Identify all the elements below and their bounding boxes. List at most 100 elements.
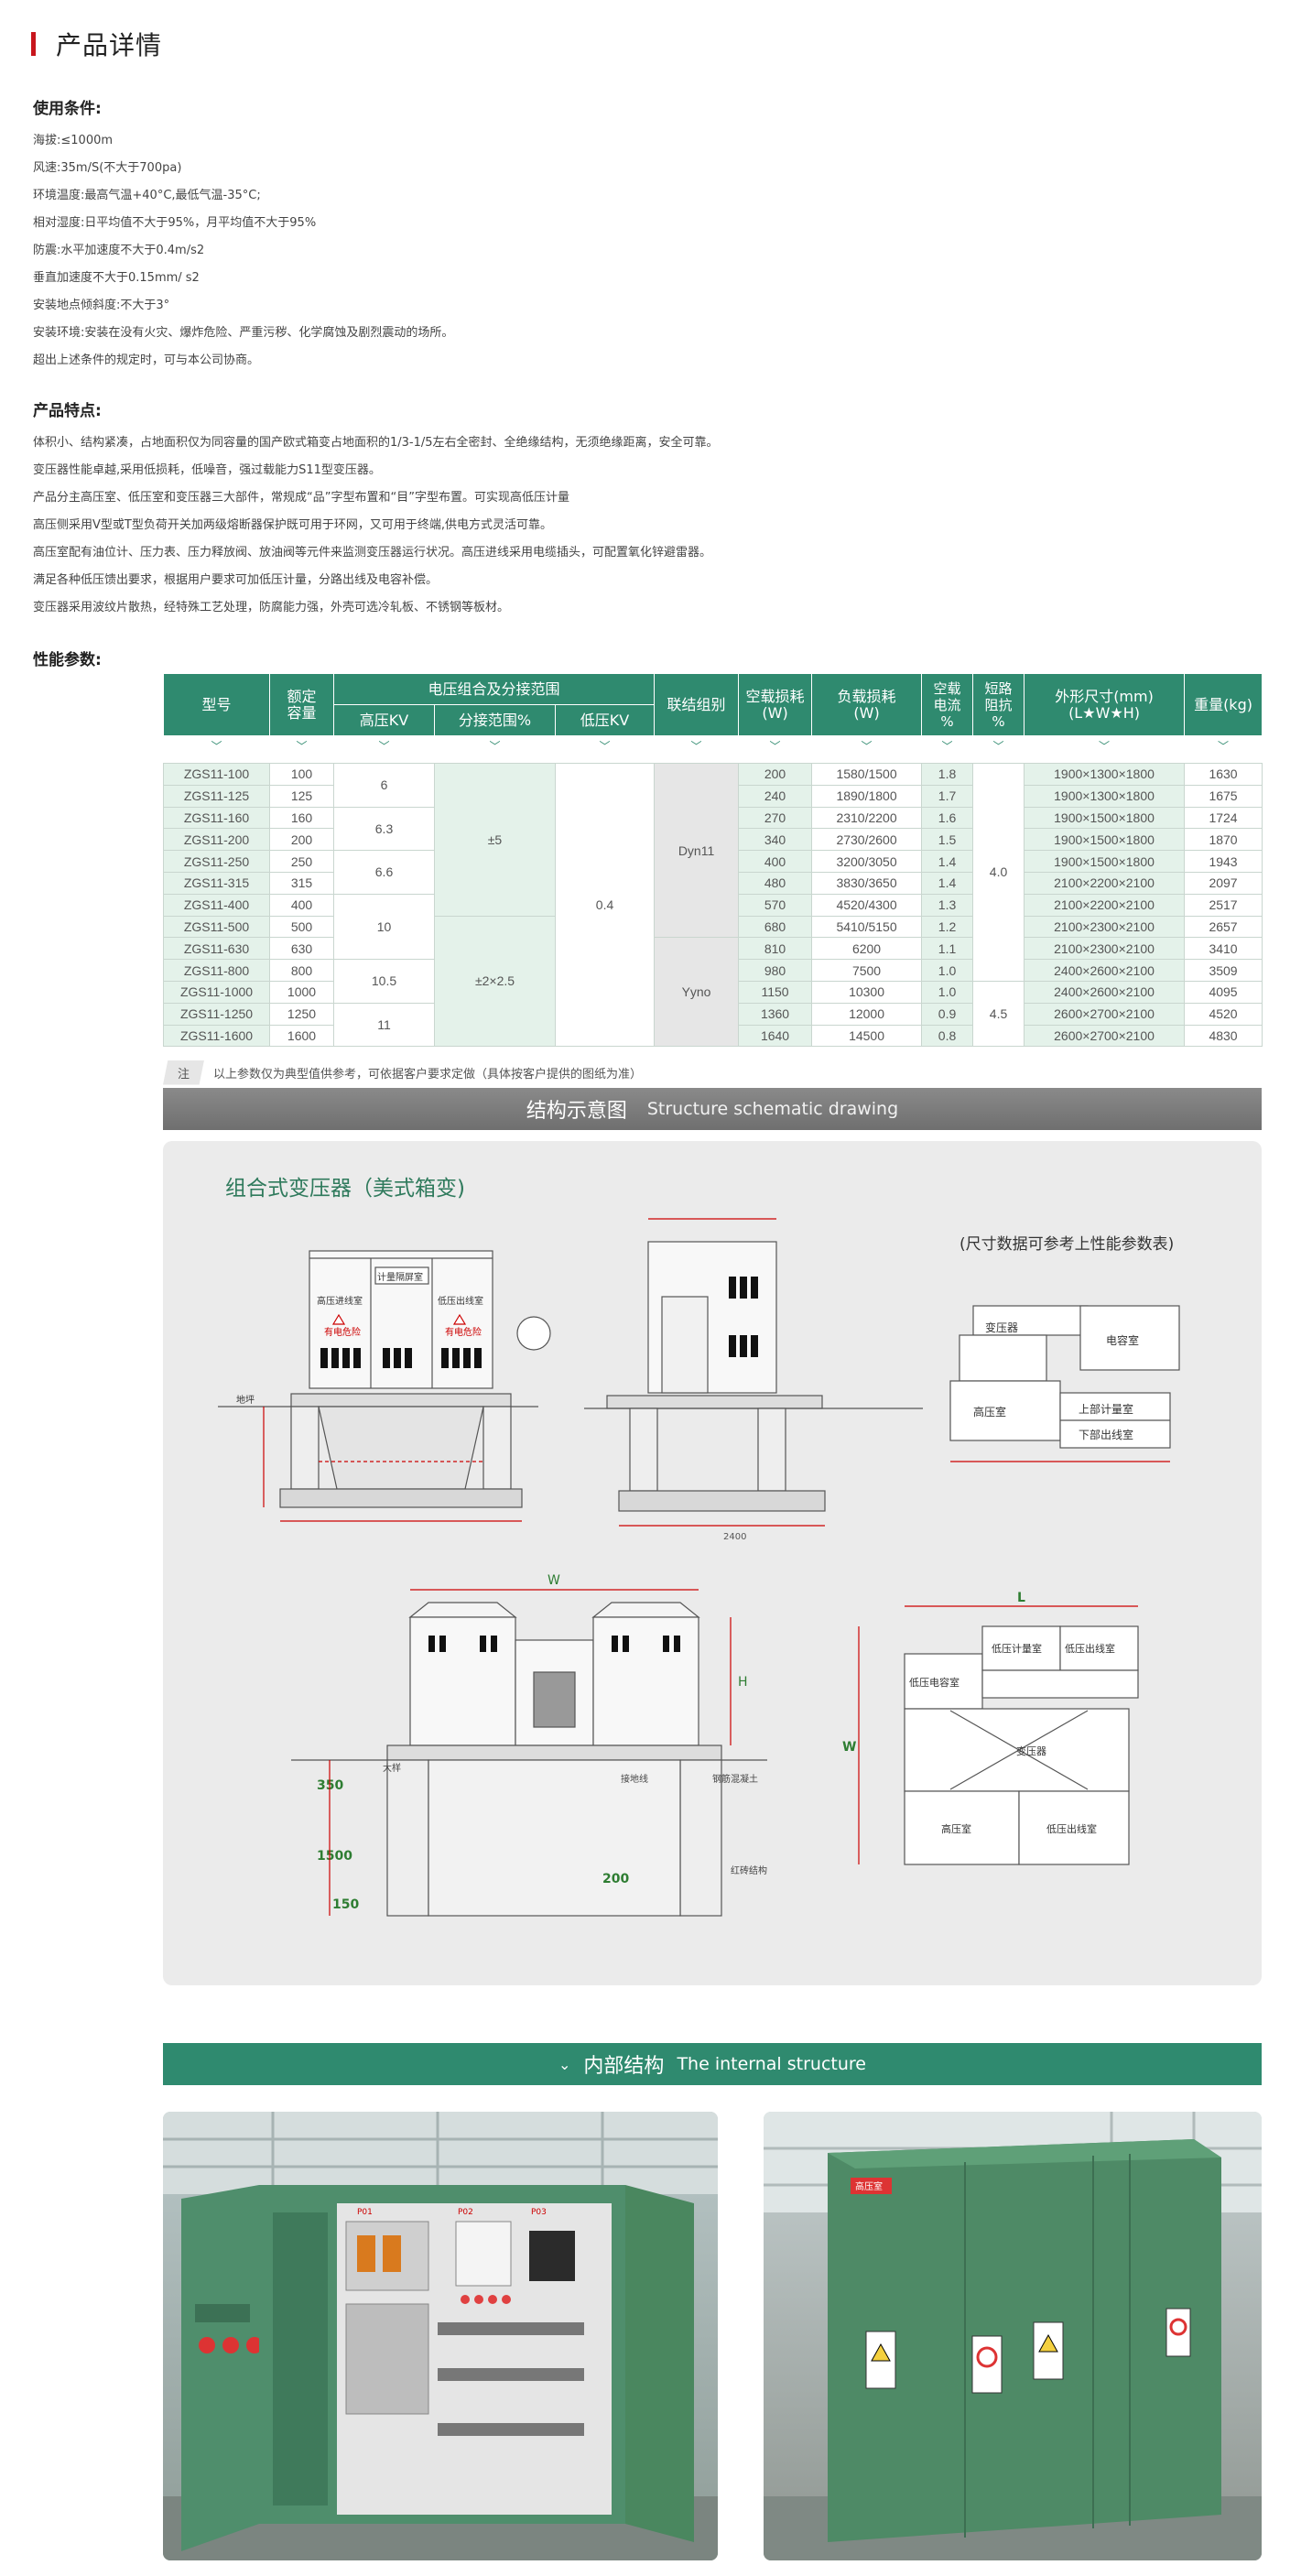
- cell-connection: Yyno: [654, 937, 740, 1048]
- cell-load-loss: 3830/3650: [811, 871, 923, 895]
- cell-load-loss: 6200: [811, 937, 923, 961]
- cell-weight: 1870: [1184, 828, 1263, 852]
- chevron-down-icon: ﹀: [861, 740, 873, 754]
- cell-capacity: 100: [269, 763, 334, 786]
- cell-hv: 10.5: [333, 959, 435, 1004]
- cell-load-loss: 2310/2200: [811, 806, 923, 830]
- cell-load-loss: 4520/4300: [811, 893, 923, 917]
- cell-model: ZGS11-400: [163, 893, 270, 917]
- header-hv: 高压KV: [333, 704, 435, 736]
- lv-out-label: 低压出线室: [1065, 1642, 1115, 1655]
- closed-box-illustration: 高压室: [764, 2112, 1262, 2560]
- structure-banner-cn: 结构示意图: [526, 1100, 627, 1123]
- cell-dimensions: 2400×2600×2100: [1024, 959, 1186, 982]
- cell-load-loss: 2730/2600: [811, 828, 923, 852]
- cell-no-load-loss: 1640: [738, 1024, 813, 1048]
- cell-no-load-loss: 980: [738, 959, 813, 982]
- cell-no-load-current: 0.8: [921, 1024, 974, 1048]
- cell-no-load-loss: 810: [738, 937, 813, 961]
- header-tap: 分接范围%: [434, 704, 556, 736]
- chevron-down-icon: ﹀: [690, 740, 702, 754]
- cell-model: ZGS11-1250: [163, 1002, 270, 1026]
- conditions-line: 超出上述条件的规定时，可与本公司协商。: [33, 353, 260, 367]
- params-table-wrap: 型号 额定 容量 电压组合及分接范围 联结组别 空载损耗 (W) 负载损耗 (W…: [163, 673, 1263, 1048]
- dim-W-label: W: [548, 1573, 560, 1588]
- chevron-down-icon: ⌄: [558, 2055, 571, 2073]
- page-header: 产品详情: [31, 26, 162, 62]
- header-voltage-group: 电压组合及分接范围: [332, 673, 656, 705]
- header-load-loss: 负载损耗 (W): [811, 673, 923, 736]
- cell-model: ZGS11-125: [163, 784, 270, 808]
- cell-model: ZGS11-100: [163, 763, 270, 786]
- cell-model: ZGS11-1000: [163, 980, 270, 1004]
- cell-capacity: 200: [269, 828, 334, 852]
- chevron-down-icon: ﹀: [1218, 740, 1230, 754]
- header-no-load-current: 空载 电流 %: [921, 673, 974, 736]
- foundation-label: 钢筋混凝土: [712, 1773, 758, 1785]
- cell-load-loss: 3200/3050: [811, 850, 923, 873]
- dim-L-label: L: [1017, 1591, 1025, 1605]
- cell-weight: 1630: [1184, 763, 1263, 786]
- cell-weight: 1724: [1184, 806, 1263, 830]
- side-view-drawing: 2400: [584, 1218, 923, 1542]
- cell-impedance: 4.0: [972, 763, 1025, 982]
- features-line: 体积小、结构紧凑，占地面积仅为同容量的国产欧式箱变占地面积的1/3-1/5左右全…: [33, 436, 719, 450]
- capacitor-room-label: 电容室: [1106, 1333, 1139, 1347]
- page-title: 产品详情: [56, 30, 163, 60]
- lower-out-label: 下部出线室: [1079, 1428, 1133, 1441]
- cell-dimensions: 2100×2300×2100: [1024, 937, 1186, 961]
- cell-no-load-loss: 680: [738, 915, 813, 939]
- cell-no-load-current: 1.3: [921, 893, 974, 917]
- ladder-label: 大样: [383, 1762, 401, 1774]
- cell-hv: 6.3: [333, 806, 435, 852]
- conditions-heading: 使用条件:: [33, 100, 102, 118]
- cell-weight: 4830: [1184, 1024, 1263, 1048]
- cell-model: ZGS11-630: [163, 937, 270, 961]
- features-line: 变压器采用波纹片散热，经特殊工艺处理，防腐能力强，外壳可选冷轧板、不锈钢等板材。: [33, 601, 510, 614]
- cell-capacity: 1250: [269, 1002, 334, 1026]
- features-section: 产品特点: 体积小、结构紧凑，占地面积仅为同容量的国产欧式箱变占地面积的1/3-…: [33, 397, 949, 622]
- cell-lv: 0.4: [554, 762, 656, 1048]
- chevron-down-icon: ﹀: [1099, 740, 1111, 754]
- cell-weight: 4095: [1184, 980, 1263, 1004]
- plan-view-drawing-b: L W 变压器 低压计量室 低压出线室 低压电容室 高压室 低压出线室: [842, 1591, 1139, 1865]
- cell-no-load-current: 1.8: [921, 763, 974, 786]
- conditions-line: 相对湿度:日平均值不大于95%，月平均值不大于95%: [33, 216, 317, 230]
- dim-2400-label: 2400: [723, 1532, 746, 1542]
- cell-dimensions: 2100×2300×2100: [1024, 915, 1186, 939]
- cap-room-label: 低压电容室: [909, 1676, 959, 1689]
- front-view-drawing: [218, 1250, 551, 1522]
- chevron-down-icon: ﹀: [378, 740, 390, 754]
- upper-meter-label: 上部计量室: [1079, 1402, 1133, 1416]
- front-view-labels: 计量隔屏室 高压进线室 低压出线室 有电危险 有电危险 地坪: [236, 1271, 483, 1406]
- features-line: 高压室配有油位计、压力表、压力释放阀、放油阀等元件来监测变压器运行状况。高压进线…: [33, 546, 712, 560]
- cell-tap: ±5: [434, 763, 556, 917]
- cell-no-load-loss: 1150: [738, 980, 813, 1004]
- ground-label: 地坪: [236, 1394, 255, 1406]
- cell-dimensions: 2100×2200×2100: [1024, 871, 1186, 895]
- performance-section: 性能参数:: [33, 647, 949, 679]
- cell-dimensions: 1900×1500×1800: [1024, 806, 1186, 830]
- cell-capacity: 1600: [269, 1024, 334, 1048]
- cell-hv: 6.6: [333, 850, 435, 895]
- cell-load-loss: 5410/5150: [811, 915, 923, 939]
- cell-impedance: 4.5: [972, 980, 1025, 1048]
- plan-a-labels: 变压器 电容室 高压室 上部计量室 下部出线室: [973, 1321, 1139, 1441]
- conditions-line: 防震:水平加速度不大于0.4m/s2: [33, 244, 205, 257]
- conditions-line: 海拔:≤1000m: [33, 134, 114, 147]
- hv-inlet-label: 高压进线室: [317, 1295, 363, 1307]
- dim-200-label: 200: [602, 1872, 629, 1886]
- cell-load-loss: 10300: [811, 980, 923, 1004]
- features-heading: 产品特点:: [33, 402, 102, 420]
- header-connection: 联结组别: [654, 673, 740, 736]
- cell-no-load-current: 1.0: [921, 959, 974, 982]
- cell-no-load-current: 1.1: [921, 937, 974, 961]
- transformer-label: 变压器: [985, 1321, 1018, 1334]
